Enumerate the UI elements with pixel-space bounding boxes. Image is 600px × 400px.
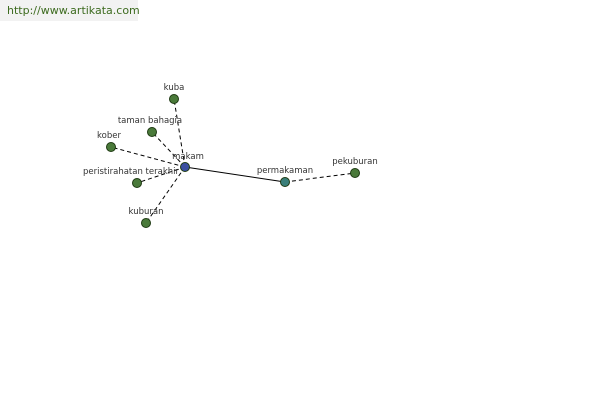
node-permakaman[interactable]: permakaman: [257, 166, 313, 187]
edge-makam-kuburan: [145, 166, 186, 224]
node-dot-pekuburan[interactable]: [350, 168, 360, 178]
node-dot-kuburan[interactable]: [141, 218, 151, 228]
nodes-layer: makam kuba taman bahagia kober peristirahata…: [83, 83, 378, 228]
node-kuburan[interactable]: kuburan: [129, 207, 164, 228]
node-dot-kober[interactable]: [106, 142, 116, 152]
node-kuba[interactable]: kuba: [164, 83, 185, 104]
node-kober[interactable]: kober: [97, 131, 121, 152]
node-label-kuba: kuba: [164, 83, 185, 93]
node-label-kuburan: kuburan: [129, 207, 164, 217]
node-label-pekuburan: pekuburan: [332, 157, 378, 167]
node-label-permakaman: permakaman: [257, 166, 313, 176]
node-makam[interactable]: makam: [172, 152, 204, 172]
edge-makam-taman_bahagia: [151, 131, 186, 168]
edge-makam-kober: [110, 146, 186, 168]
edge-permakaman-pekuburan: [284, 172, 356, 183]
node-label-makam: makam: [172, 152, 204, 162]
edge-makam-peristirahatan_terakhir: [136, 166, 186, 184]
node-pekuburan[interactable]: pekuburan: [332, 157, 378, 178]
edges-layer: [110, 98, 356, 224]
node-dot-peristirahatan_terakhir[interactable]: [132, 178, 142, 188]
node-label-kober: kober: [97, 131, 121, 141]
node-taman_bahagia[interactable]: taman bahagia: [118, 116, 182, 137]
node-dot-makam[interactable]: [180, 162, 190, 172]
node-peristirahatan_terakhir[interactable]: peristirahatan terakhir: [83, 167, 179, 188]
node-label-taman_bahagia: taman bahagia: [118, 116, 182, 126]
node-dot-permakaman[interactable]: [280, 177, 290, 187]
node-label-peristirahatan_terakhir: peristirahatan terakhir: [83, 167, 179, 177]
edge-makam-permakaman: [184, 166, 286, 183]
edge-makam-kuba: [173, 98, 186, 168]
watermark-url: http://www.artikata.com: [0, 0, 140, 21]
node-dot-taman_bahagia[interactable]: [147, 127, 157, 137]
node-dot-kuba[interactable]: [169, 94, 179, 104]
